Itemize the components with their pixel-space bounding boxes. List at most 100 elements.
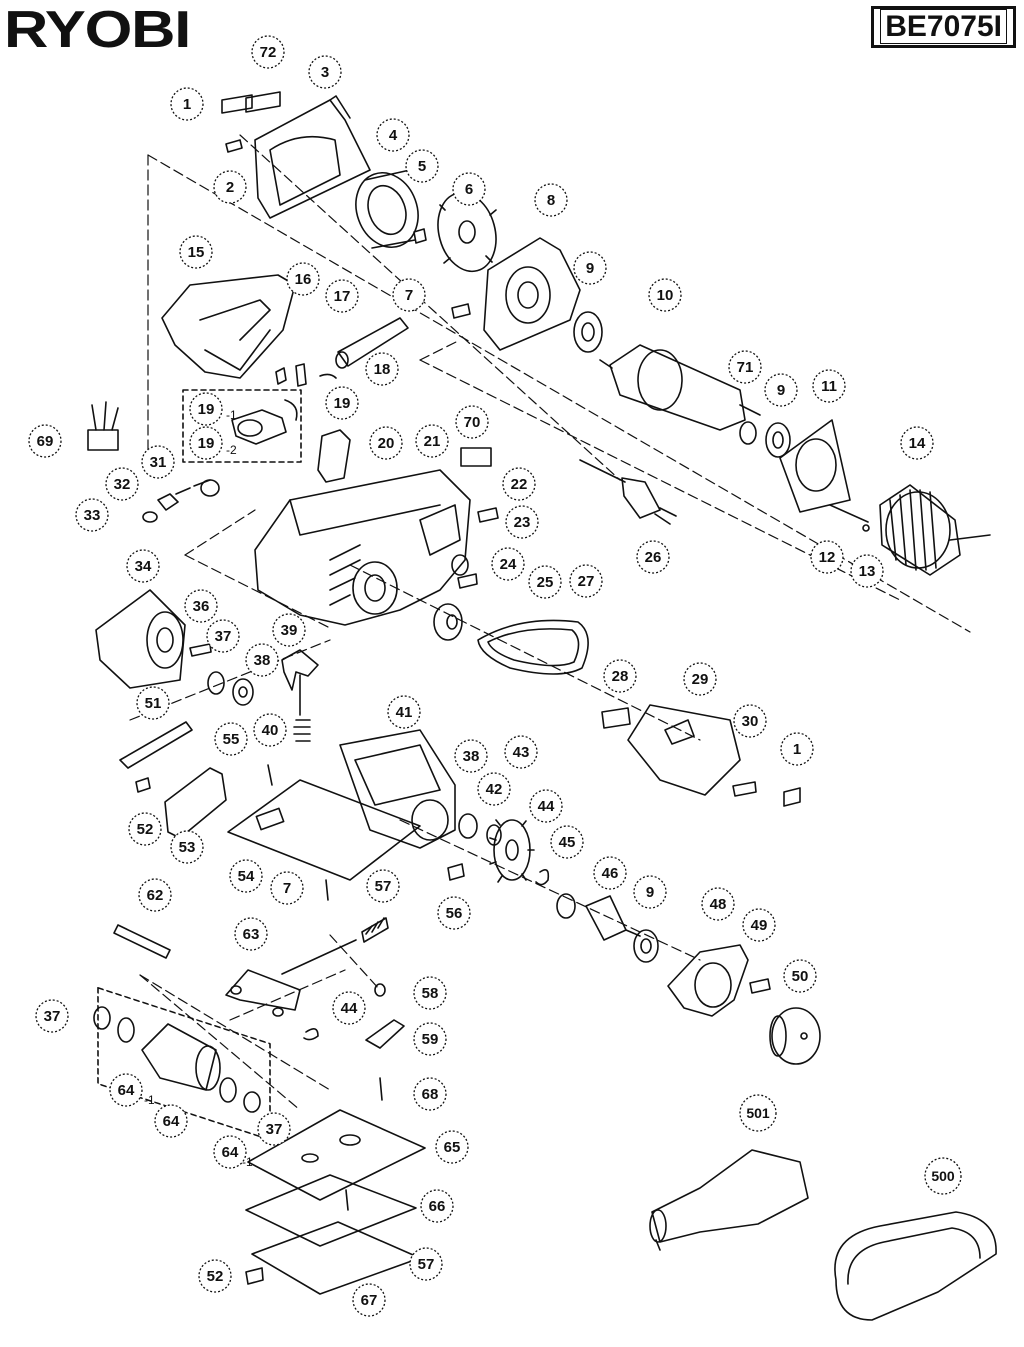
callout-number: 37 <box>44 1008 61 1025</box>
callout-66: 66 <box>420 1189 454 1223</box>
callout-number: 501 <box>746 1105 770 1121</box>
part-switch-lever-20 <box>317 429 351 483</box>
callout-71: 71 <box>728 350 762 384</box>
callout-number: 14 <box>909 435 926 452</box>
callout-58: 58 <box>413 976 447 1010</box>
part-screw-5 <box>413 228 427 244</box>
callout-29: 29 <box>683 662 717 696</box>
callout-number: 37 <box>266 1121 283 1138</box>
part-fan-6 <box>437 191 497 273</box>
callout-9: 9 <box>573 251 607 285</box>
callout-64: 64 <box>109 1073 143 1107</box>
callout-number: 24 <box>500 556 517 573</box>
callout-circle <box>569 564 603 598</box>
callout-62: 62 <box>138 878 172 912</box>
callout-1: 1 <box>170 87 204 121</box>
model-number: BE7075I <box>880 9 1007 44</box>
callout-40: 40 <box>253 713 287 747</box>
model-number-box: BE7075I <box>871 6 1016 48</box>
part-platen-sheet-67 <box>251 1221 421 1295</box>
part-baffle-plate-11 <box>779 419 851 513</box>
callout-number: 68 <box>422 1086 439 1103</box>
part-screw-57b <box>345 1189 349 1211</box>
callout-number: 71 <box>737 359 754 376</box>
callout-18: 18 <box>365 352 399 386</box>
callout-number: 9 <box>586 260 594 277</box>
callout-number: 17 <box>334 288 351 305</box>
callout-number: 7 <box>283 880 291 897</box>
callout-circle <box>603 659 637 693</box>
callout-circle <box>369 426 403 460</box>
callout-21: 21 <box>415 424 449 458</box>
callout-number: 57 <box>375 878 392 895</box>
callout-circle <box>126 549 160 583</box>
callout-19: 19 <box>189 392 223 426</box>
callout-1: 1 <box>780 732 814 766</box>
callout-number: 46 <box>602 865 619 882</box>
callout-44: 44 <box>529 789 563 823</box>
callout-number: 39 <box>281 622 298 639</box>
callout-69: 69 <box>28 424 62 458</box>
callout-number: 64 <box>163 1113 180 1130</box>
callout-26: 26 <box>636 540 670 574</box>
part-bearing-9c <box>633 929 659 963</box>
part-screw-16 <box>275 367 287 385</box>
callout-number: 57 <box>418 1256 435 1273</box>
callout-15: 15 <box>179 235 213 269</box>
part-screw-12 <box>829 504 869 523</box>
callout-circle <box>739 1094 777 1132</box>
part-fan-cover-3 <box>254 95 371 219</box>
callout-54: 54 <box>229 859 263 893</box>
callout-8: 8 <box>534 183 568 217</box>
callout-circle <box>141 445 175 479</box>
callout-48: 48 <box>701 887 735 921</box>
part-capacitor-17 <box>295 363 337 387</box>
callout-39: 39 <box>272 613 306 647</box>
callout-circle <box>109 1073 143 1107</box>
callout-number: 27 <box>578 573 595 590</box>
callout-number: 42 <box>486 781 503 798</box>
part-cord-26 <box>579 459 677 525</box>
callout-number: 8 <box>547 192 555 209</box>
callout-72: 72 <box>251 35 285 69</box>
callout-52: 52 <box>128 812 162 846</box>
callout-9: 9 <box>764 373 798 407</box>
callout-circle <box>392 278 426 312</box>
callout-37: 37 <box>206 619 240 653</box>
callout-56: 56 <box>437 896 471 930</box>
callout-circle <box>420 1189 454 1223</box>
callout-number: 26 <box>645 549 662 566</box>
part-pin-33 <box>142 511 158 523</box>
callout-circle <box>534 183 568 217</box>
callout-number: 63 <box>243 926 260 943</box>
callout-circle <box>900 426 934 460</box>
callout-31: 31 <box>141 445 175 479</box>
part-handle-15 <box>161 274 296 379</box>
part-armature-10 <box>599 344 761 431</box>
callout-4: 4 <box>376 118 410 152</box>
callout-number: 16 <box>295 271 312 288</box>
part-front-roller-34 <box>95 589 186 689</box>
part-label-plate-1b <box>783 787 801 807</box>
part-label-plate-1 <box>221 94 253 114</box>
callout-number: 18 <box>374 361 391 378</box>
part-screw-56 <box>447 863 465 881</box>
part-pulley-25 <box>433 603 463 641</box>
callout-circle <box>648 278 682 312</box>
callout-49: 49 <box>742 908 776 942</box>
callout-22: 22 <box>502 467 536 501</box>
callout-number: 19 <box>334 395 351 412</box>
part-lever-51 <box>119 721 193 769</box>
part-noise-suppressor-69 <box>87 401 119 451</box>
callout-circle <box>366 869 400 903</box>
part-cap-58 <box>374 983 386 997</box>
callout-number: 38 <box>254 652 271 669</box>
callout-number: 4 <box>389 127 398 144</box>
callout-13: 13 <box>850 554 884 588</box>
callout-circle <box>683 662 717 696</box>
callout-number: 43 <box>513 744 530 761</box>
callout-number: 1 <box>793 741 801 758</box>
part-switch-19 <box>182 389 302 463</box>
callout-circle <box>633 875 667 909</box>
callout-number: 69 <box>37 433 54 450</box>
